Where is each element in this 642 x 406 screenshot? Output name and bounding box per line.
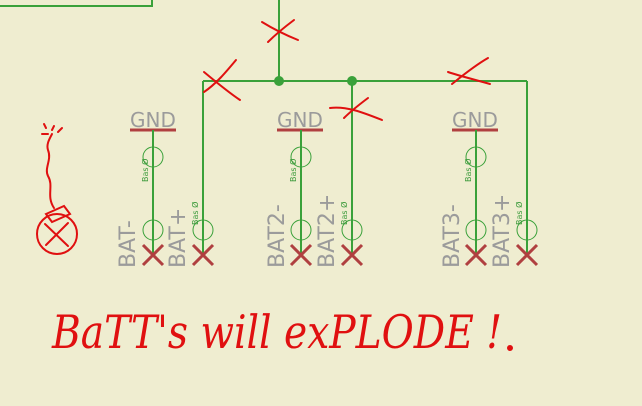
- pin-tags: Bas Ø Bas Ø Bas Ø Bas Ø Bas Ø Bas Ø: [140, 159, 524, 225]
- pin-label-bat-minus: BAT-: [116, 220, 141, 268]
- no-connect-markers: [141, 243, 539, 267]
- pin-tag: Bas Ø: [140, 159, 150, 182]
- origin-markers: [142, 146, 538, 241]
- gnd-symbol-2[interactable]: GND: [277, 108, 323, 255]
- pin-tag: Bas Ø: [288, 159, 298, 182]
- pin-label-bat2-minus: BAT2-: [265, 204, 290, 268]
- strike-mark: [329, 106, 383, 121]
- pin-label-bat-plus: BAT+: [166, 208, 191, 268]
- explode-annotation: BaTT's will exPLODE !: [51, 305, 502, 359]
- markup-layer: [36, 19, 513, 351]
- pin-label-bat3-minus: BAT3-: [440, 204, 465, 268]
- battery-pin-labels: BAT- BAT+ BAT2- BAT2+ BAT3- BAT3+: [116, 194, 515, 268]
- pin-tag: Bas Ø: [514, 202, 524, 225]
- sheet-frame: [0, 0, 153, 7]
- gnd-label: GND: [452, 108, 498, 132]
- gnd-label: GND: [130, 108, 176, 132]
- pin-tag: Bas Ø: [463, 159, 473, 182]
- bomb-doodle: [36, 123, 78, 255]
- pin-tag: Bas Ø: [190, 202, 200, 225]
- strike-mark: [203, 71, 241, 101]
- gnd-label: GND: [277, 108, 323, 132]
- pin-label-bat3-plus: BAT3+: [490, 194, 515, 268]
- strike-mark: [203, 59, 237, 93]
- pin-tag: Bas Ø: [339, 202, 349, 225]
- pin-label-bat2-plus: BAT2+: [315, 194, 340, 268]
- strike-mark: [343, 97, 369, 119]
- junction-dot: [347, 76, 357, 86]
- gnd-symbol-1[interactable]: GND: [130, 108, 176, 255]
- junction-dot: [274, 76, 284, 86]
- strike-mark: [451, 57, 489, 85]
- gnd-symbol-3[interactable]: GND: [452, 108, 498, 255]
- strike-mark: [447, 71, 491, 85]
- strike-mark: [267, 19, 295, 43]
- strike-mark: [261, 21, 299, 41]
